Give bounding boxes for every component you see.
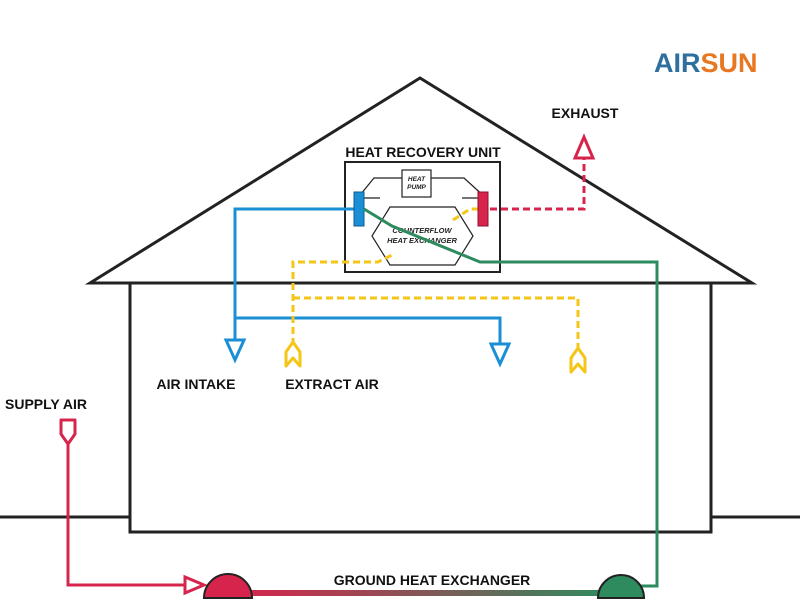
ground-exchanger-green-dome [596, 574, 646, 599]
air-intake-label: AIR INTAKE [156, 376, 235, 392]
ground-exchanger-red-dome [202, 573, 254, 599]
ground-heat-exchanger-label: GROUND HEAT EXCHANGER [334, 572, 531, 588]
extract-air-label: EXTRACT AIR [285, 376, 379, 392]
supply-air-arrow [59, 418, 77, 446]
extract-air-arrow-left [284, 340, 302, 368]
extract-air-arrow-right [569, 346, 587, 374]
heat-pump-box [401, 169, 432, 198]
counterflow-label-line2: HEAT EXCHANGER [387, 236, 457, 245]
house-body [128, 281, 713, 534]
ground-heat-exchanger-pipe [240, 590, 610, 596]
counterflow-heat-exchanger [371, 206, 474, 266]
exhaust-label: EXHAUST [552, 105, 619, 121]
blue-supply-ducts [233, 207, 502, 344]
airsun-logo: AIRSUN [654, 48, 758, 78]
exhaust-arrow [572, 133, 596, 160]
supply-air-label: SUPPLY AIR [5, 396, 87, 412]
logo-air: AIR [654, 48, 701, 78]
heat-pump-label-line2: PUMP [407, 184, 426, 191]
blue-unit-connector [353, 191, 365, 227]
red-unit-connector [477, 191, 489, 227]
counterflow-label-line1: COUNTERFLOW [392, 226, 452, 235]
supply-air-duct [66, 440, 185, 587]
exhaust-duct [490, 158, 586, 211]
heat-recovery-unit-label: HEAT RECOVERY UNIT [345, 144, 501, 160]
logo-sun: SUN [701, 48, 758, 78]
heat-pump-label-line1: HEAT [408, 176, 426, 183]
green-ground-loop-duct [363, 207, 659, 588]
supply-air-inlet-arrow [183, 574, 208, 596]
unit-duct-top-right [431, 177, 487, 199]
air-intake-arrow-left [223, 338, 247, 364]
air-intake-arrow-right [488, 342, 512, 368]
